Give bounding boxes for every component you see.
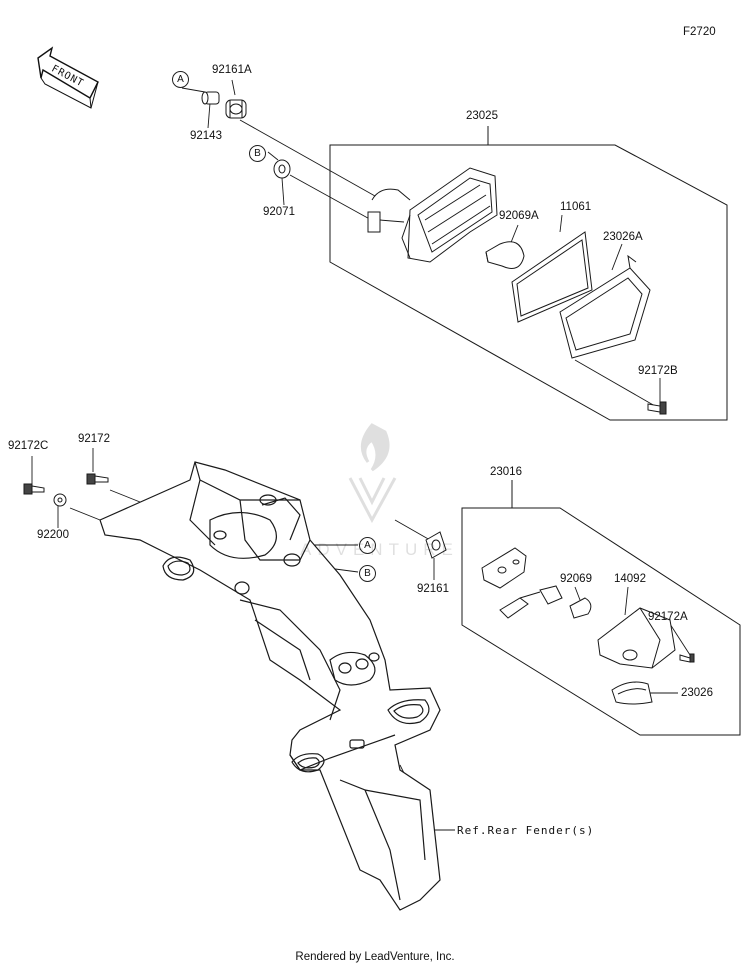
screw-92172B (647, 401, 667, 415)
lamp-housing-14092 (597, 607, 676, 669)
part-92172C: 92172C (8, 440, 49, 452)
watermark-logo (348, 423, 397, 524)
part-92161: 92161 (417, 583, 449, 595)
part-92071: 92071 (263, 206, 295, 218)
part-92172A: 92172A (648, 611, 688, 623)
ref-marker-a-bracket: A (359, 537, 376, 554)
part-92161A: 92161A (212, 64, 252, 76)
lower-box-23016 (461, 480, 741, 736)
grommet-92161A (225, 99, 247, 119)
bolt-92172 (86, 473, 109, 485)
socket-assembly (481, 547, 563, 619)
part-23026A: 23026A (603, 231, 643, 243)
part-92069A: 92069A (499, 210, 539, 222)
ref-marker-a: A (172, 71, 189, 88)
gasket-11061 (511, 231, 593, 323)
leader-lines (31, 79, 691, 831)
part-23016: 23016 (490, 466, 522, 478)
part-92200: 92200 (37, 529, 69, 541)
part-23026: 23026 (681, 687, 713, 699)
front-arrow-icon (37, 46, 99, 109)
part-14092: 14092 (614, 573, 646, 585)
lens-23026A (559, 254, 651, 359)
ref-marker-b-bracket: B (359, 565, 376, 582)
ref-rear-fender-note: Ref.Rear Fender(s) (457, 824, 595, 837)
bulb-92069 (569, 597, 592, 619)
license-bracket (99, 461, 441, 911)
footer-credit: Rendered by LeadVenture, Inc. (295, 951, 455, 963)
part-92143: 92143 (190, 130, 222, 142)
watermark-text: ADVENTURE (300, 540, 459, 559)
part-92172B: 92172B (638, 365, 678, 377)
diagram-code: F2720 (683, 26, 716, 38)
screw-92172A (679, 653, 695, 663)
lens-23026 (611, 681, 653, 705)
grommet-92071 (273, 159, 291, 179)
washer-92200 (53, 493, 67, 507)
grommet-92161 (425, 531, 447, 559)
tail-lamp-housing (367, 167, 498, 263)
part-23025: 23025 (466, 110, 498, 122)
ref-marker-b: B (249, 145, 266, 162)
part-92069: 92069 (560, 573, 592, 585)
bulb-92069A (485, 241, 525, 269)
bolt-92172C (23, 483, 45, 495)
upper-box-23025 (329, 126, 728, 421)
part-92172: 92172 (78, 433, 110, 445)
part-11061: 11061 (560, 201, 592, 213)
collar-92143 (201, 91, 220, 105)
